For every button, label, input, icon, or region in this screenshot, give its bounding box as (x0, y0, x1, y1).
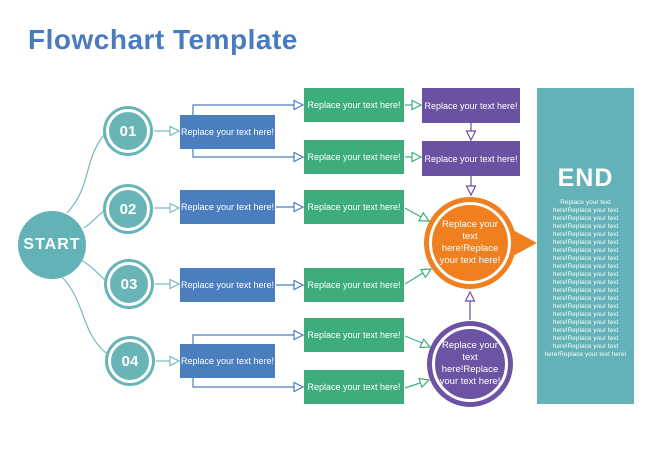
process-box-label: Replace your text here! (307, 202, 401, 212)
step-number: 01 (119, 122, 137, 140)
decision-text: Replace your text here!Replace your text… (439, 340, 501, 387)
blue-connectors (192, 104, 294, 388)
process-box-label: Replace your text here! (307, 280, 401, 290)
end-body-text: Replace your text here!Replace your text… (544, 199, 627, 358)
process-box-blue-row4: Replace your text here! (180, 344, 275, 378)
step-number: 02 (119, 200, 137, 218)
process-box-label: Replace your text here! (307, 382, 401, 392)
process-box-purple-1: Replace your text here! (422, 88, 520, 123)
step-number: 04 (121, 352, 139, 370)
process-box-label: Replace your text here! (180, 127, 275, 137)
process-box-label: Replace your text here! (307, 152, 401, 162)
process-box-green-row4b: Replace your text here! (304, 370, 404, 404)
green-connectors (404, 104, 424, 389)
step-circle-02: 02 (103, 184, 153, 234)
decision-circle-purple: Replace your text here!Replace your text… (427, 321, 513, 407)
page-title: Flowchart Template (28, 24, 298, 55)
process-box-green-row4a: Replace your text here! (304, 318, 404, 352)
process-box-blue-row3: Replace your text here! (180, 268, 275, 302)
orange-end-arrow (511, 229, 537, 257)
process-box-label: Replace your text here! (180, 202, 275, 212)
process-box-green-row2: Replace your text here! (304, 190, 404, 224)
process-box-label: Replace your text here! (307, 100, 401, 110)
process-box-green-row1b: Replace your text here! (304, 140, 404, 174)
process-box-label: Replace your text here! (424, 100, 518, 111)
process-box-blue-row1: Replace your text here! (180, 115, 275, 149)
process-box-label: Replace your text here! (180, 280, 275, 290)
step-number: 03 (120, 275, 138, 293)
purple-arrowheads (464, 130, 477, 302)
decision-text: Replace your text here!Replace your text… (439, 219, 501, 266)
process-box-label: Replace your text here! (180, 356, 275, 366)
decision-circle-orange: Replace your text here!Replace your text… (424, 197, 516, 289)
process-box-purple-2: Replace your text here! (422, 141, 520, 176)
process-box-label: Replace your text here! (307, 330, 401, 340)
start-branch-curves (60, 130, 170, 362)
process-box-green-row1a: Replace your text here! (304, 88, 404, 122)
start-label: START (23, 236, 81, 253)
process-box-green-row3: Replace your text here! (304, 268, 404, 302)
step-circle-01: 01 (103, 106, 153, 156)
end-node: END Replace your text here!Replace your … (537, 88, 634, 404)
teal-arrowheads (169, 125, 181, 367)
green-arrowheads (411, 99, 433, 389)
step-circle-04: 04 (105, 336, 155, 386)
process-box-blue-row2: Replace your text here! (180, 190, 275, 224)
blue-arrowheads (293, 99, 305, 393)
step-circle-03: 03 (104, 259, 154, 309)
end-label: END (557, 164, 614, 192)
process-box-label: Replace your text here! (424, 153, 518, 164)
start-node: START (18, 211, 86, 279)
